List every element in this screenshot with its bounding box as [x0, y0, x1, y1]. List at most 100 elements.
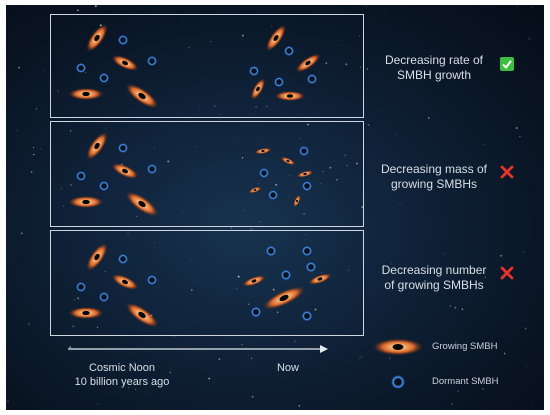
star [483, 144, 485, 145]
row-3-label-line1: Decreasing number [381, 263, 487, 277]
star [461, 308, 464, 310]
star [149, 392, 150, 393]
star [194, 146, 196, 148]
dormant-smbh-icon [75, 170, 87, 182]
star [77, 9, 79, 12]
star [96, 19, 98, 21]
star [47, 361, 48, 363]
star [60, 187, 63, 190]
star [173, 335, 175, 337]
star [276, 311, 279, 313]
growing-smbh-icon [293, 50, 323, 76]
star [57, 90, 59, 92]
star [43, 70, 45, 71]
star [127, 387, 129, 389]
star [389, 357, 391, 359]
panel-mass [50, 121, 364, 227]
star [153, 147, 156, 149]
star [15, 129, 18, 132]
star [135, 215, 138, 218]
panel-number [50, 230, 364, 336]
star [298, 405, 301, 407]
star [430, 59, 432, 61]
starfield [6, 5, 534, 410]
row-3-label-line2: of growing SMBHs [384, 278, 484, 292]
star [532, 6, 534, 8]
timeline-arrow-head [320, 345, 328, 353]
star [113, 218, 115, 220]
dormant-smbh-icon [117, 142, 129, 154]
star [255, 105, 257, 108]
star [345, 63, 348, 66]
star [454, 306, 457, 309]
dormant-smbh-icon [265, 245, 277, 257]
star [69, 346, 72, 349]
star [169, 371, 172, 374]
dormant-smbh-icon [146, 274, 158, 286]
star [359, 35, 361, 37]
growing-smbh-icon [291, 193, 303, 209]
growing-smbh-icon [82, 21, 112, 55]
star [251, 395, 254, 398]
dormant-smbh-icon [301, 245, 313, 257]
star [223, 94, 225, 96]
dormant-smbh-icon [305, 261, 317, 273]
panel-rate [50, 14, 364, 118]
star [320, 183, 322, 185]
dormant-smbh-icon [146, 55, 158, 67]
star [299, 138, 301, 140]
star [208, 377, 211, 380]
star [325, 62, 328, 64]
star [360, 356, 362, 358]
star [218, 358, 221, 360]
cross-icon [500, 266, 514, 280]
star [164, 409, 165, 410]
dormant-smbh-icon [248, 65, 260, 77]
star [40, 148, 41, 150]
growing-smbh-icon [109, 159, 141, 183]
star [271, 25, 273, 27]
star [244, 227, 245, 228]
star [182, 211, 183, 213]
timeline-start-line1: Cosmic Noon [88, 362, 156, 374]
star [357, 7, 359, 9]
star [528, 37, 531, 40]
star [6, 201, 7, 203]
star [247, 354, 249, 356]
growing-smbh-icon [248, 76, 268, 102]
smbh-objects [68, 21, 333, 332]
timeline-start-line2: 10 billion years ago [74, 376, 170, 388]
star [127, 233, 129, 235]
star [365, 5, 367, 7]
star [266, 105, 268, 108]
star [73, 299, 76, 301]
row-1-label-line1: Decreasing rate of [384, 53, 484, 67]
star [219, 119, 221, 121]
star [191, 259, 192, 261]
growing-smbh-icon [122, 298, 162, 332]
star [214, 105, 216, 107]
star [346, 164, 348, 167]
growing-smbh-icon [68, 307, 104, 319]
star [133, 362, 136, 364]
growing-smbh-icon [260, 282, 308, 314]
timeline-start-label: Cosmic Noon 10 billion years ago [62, 361, 182, 389]
growing-smbh-icon [68, 196, 104, 208]
growing-smbh-icon [241, 273, 267, 289]
star [395, 134, 397, 135]
row-2-label: Decreasing mass of growing SMBHs [364, 162, 504, 192]
star [250, 228, 253, 231]
star [209, 40, 212, 43]
row-2-label-line1: Decreasing mass of [380, 162, 488, 176]
growing-smbh-icon [307, 271, 333, 287]
star [104, 270, 106, 272]
star [399, 203, 401, 205]
growing-smbh-icon [82, 240, 112, 274]
star [95, 5, 97, 8]
star [486, 234, 488, 236]
star [307, 123, 309, 126]
cross-icon [500, 165, 514, 179]
star [482, 388, 484, 390]
star [219, 113, 221, 116]
star [272, 288, 275, 291]
